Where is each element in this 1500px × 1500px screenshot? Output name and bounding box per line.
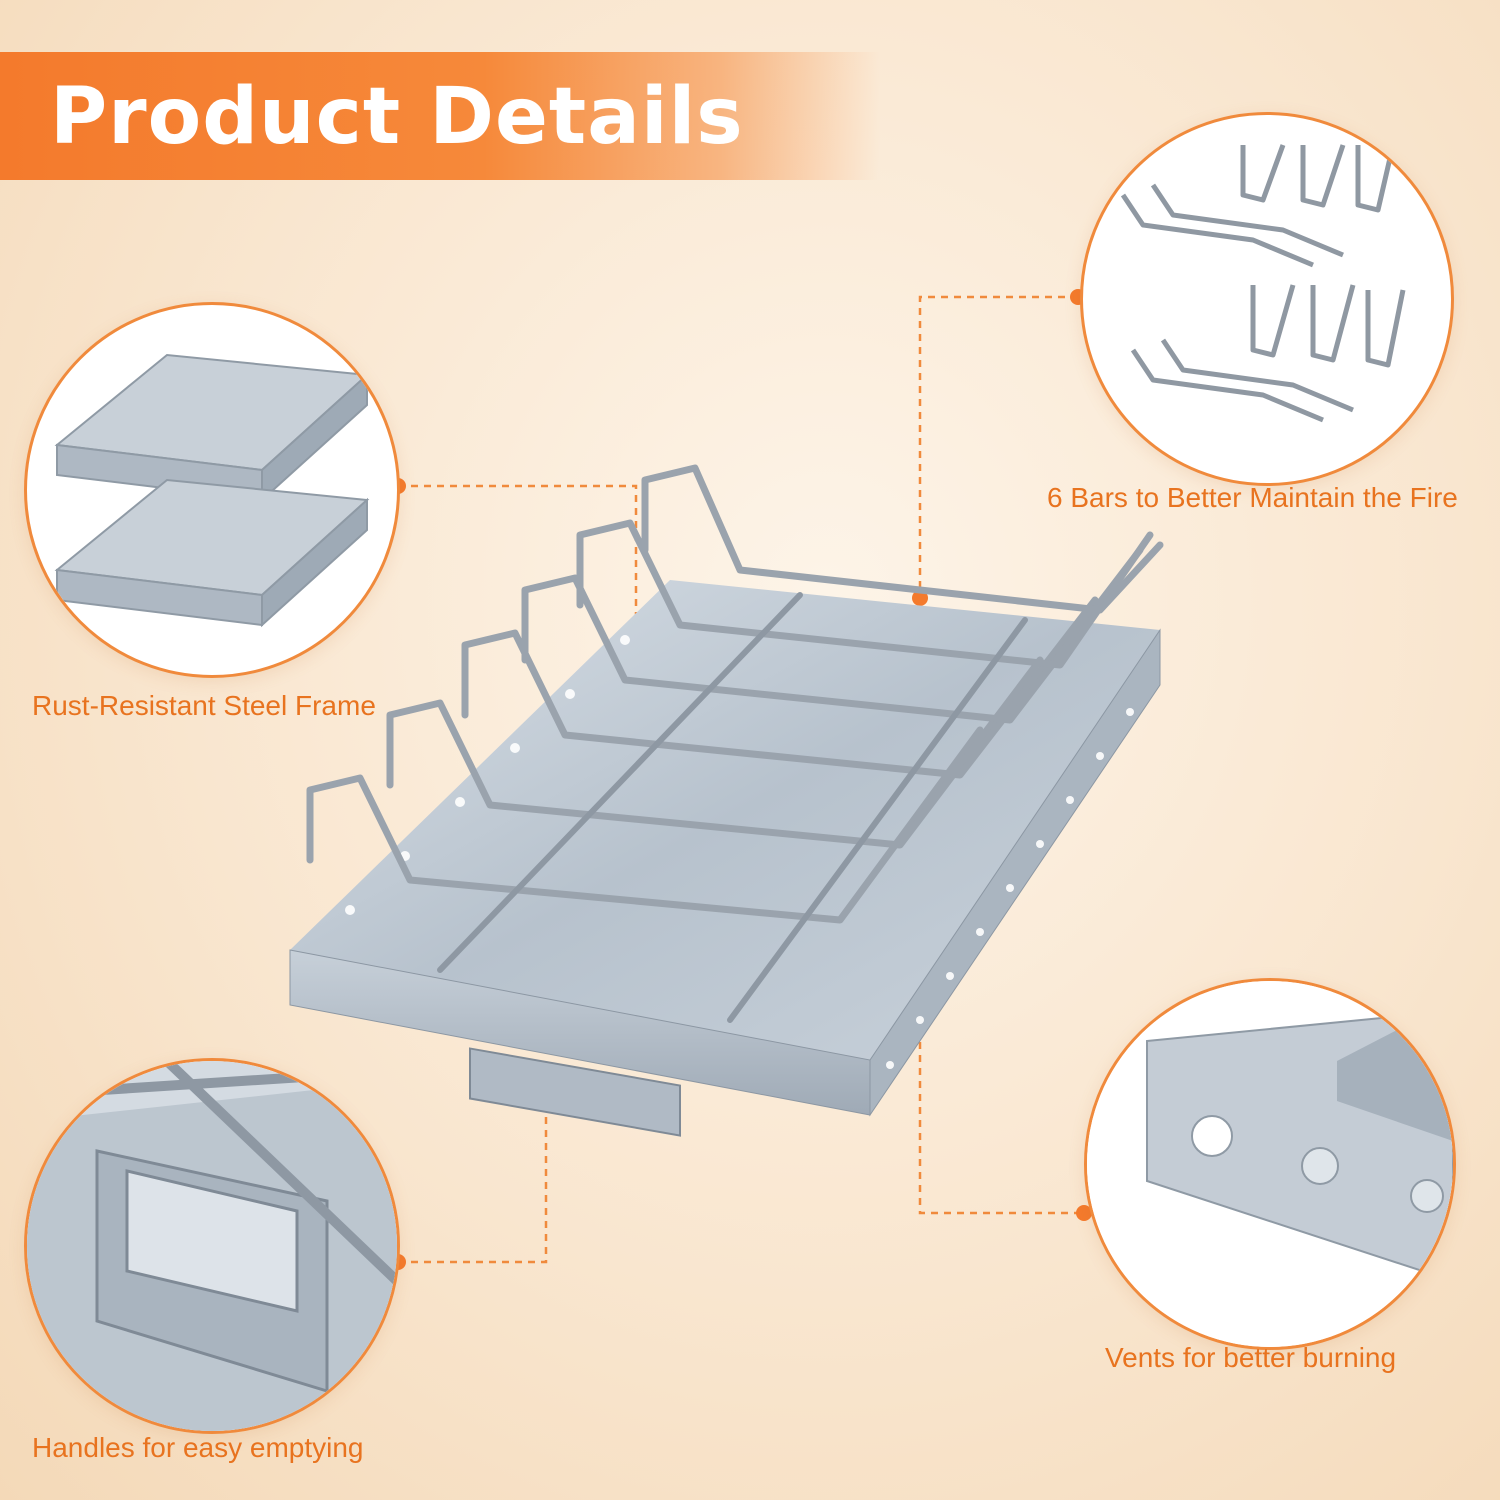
handle-closeup-illustration	[27, 1061, 397, 1431]
feature-circle-frame	[24, 302, 400, 678]
dot-bars-end	[912, 590, 928, 606]
caption-handles: Handles for easy emptying	[32, 1432, 364, 1463]
feature-circle-handles	[24, 1058, 400, 1434]
feature-circle-vents	[1084, 978, 1456, 1350]
vents-closeup-illustration	[1087, 981, 1453, 1347]
page-title: Product Details	[50, 72, 744, 162]
wire-bars-illustration	[1120, 144, 1406, 423]
caption-frame: Rust-Resistant Steel Frame	[32, 690, 376, 721]
steel-frame-illustration	[54, 353, 370, 628]
caption-bars: 6 Bars to Better Maintain the Fire	[1047, 482, 1458, 513]
feature-circle-bars	[1080, 112, 1454, 486]
charcoal-basket-illustration	[280, 460, 1180, 1160]
caption-vents: Vents for better burning	[1105, 1342, 1397, 1373]
dot-vents-end	[1076, 1205, 1092, 1221]
header-banner	[0, 52, 880, 180]
